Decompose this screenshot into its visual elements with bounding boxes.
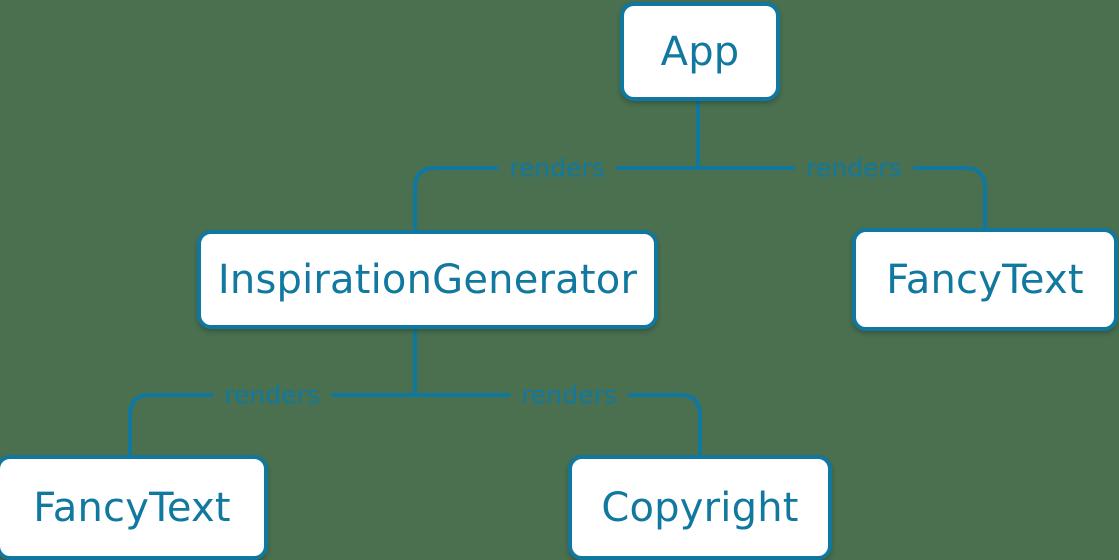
node-app-label: App bbox=[660, 28, 740, 75]
node-copyright[interactable]: Copyright bbox=[568, 455, 832, 560]
edge-label-inspiration-generator-to-fancytext-bottom: renders bbox=[213, 382, 331, 408]
node-fancytext-bottom[interactable]: FancyText bbox=[0, 455, 268, 560]
edge-label-inspiration-generator-to-copyright: renders bbox=[510, 382, 628, 408]
node-app[interactable]: App bbox=[620, 2, 780, 101]
node-copyright-label: Copyright bbox=[601, 484, 799, 531]
edge-label-app-to-inspiration-generator: renders bbox=[498, 155, 616, 181]
node-fancytext-bottom-label: FancyText bbox=[33, 484, 231, 531]
node-inspiration-generator-label: InspirationGenerator bbox=[217, 256, 638, 303]
node-inspiration-generator[interactable]: InspirationGenerator bbox=[197, 230, 658, 329]
edge-label-app-to-fancytext-right: renders bbox=[795, 155, 913, 181]
node-fancytext-right-label: FancyText bbox=[886, 256, 1084, 303]
node-fancytext-right[interactable]: FancyText bbox=[852, 228, 1118, 331]
